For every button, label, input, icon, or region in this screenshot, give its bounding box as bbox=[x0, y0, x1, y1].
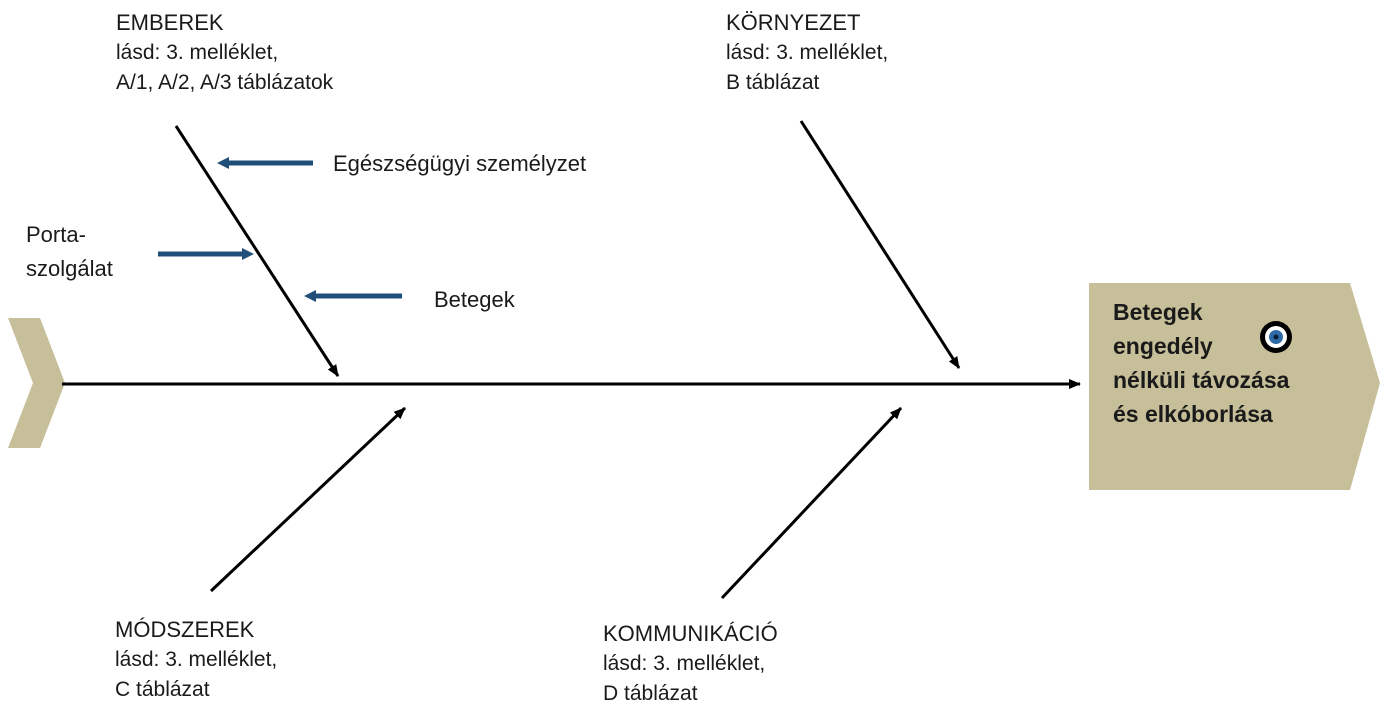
category-people-title: EMBEREK bbox=[116, 10, 224, 35]
subcause-porta-line2: szolgálat bbox=[26, 256, 113, 281]
subcause-patients: Betegek bbox=[434, 287, 515, 312]
subcause-arrow-porta bbox=[158, 248, 254, 260]
category-methods-ref: lásd: 3. melléklet, bbox=[115, 648, 278, 671]
bone-environment bbox=[799, 120, 961, 369]
category-methods: MÓDSZEREK lásd: 3. melléklet, C táblázat bbox=[115, 615, 277, 705]
effect-line-2: engedély bbox=[1113, 333, 1213, 359]
effect-box bbox=[1089, 283, 1380, 490]
category-methods-title: MÓDSZEREK bbox=[115, 617, 255, 642]
category-people: EMBEREK lásd: 3. melléklet, A/1, A/2, A/… bbox=[116, 8, 333, 98]
effect-line-3: nélküli távozása bbox=[1113, 367, 1290, 393]
category-communication-tables: D táblázat bbox=[603, 682, 698, 705]
subcause-staff: Egészségügyi személyzet bbox=[333, 151, 587, 176]
bone-people bbox=[174, 125, 340, 377]
bone-communication bbox=[720, 406, 903, 600]
bone-methods bbox=[209, 406, 407, 593]
subcause-arrow-patients bbox=[304, 290, 402, 302]
category-people-ref: lásd: 3. melléklet, bbox=[116, 41, 279, 64]
category-environment-ref: lásd: 3. melléklet, bbox=[726, 41, 889, 64]
category-environment-title: KÖRNYEZET bbox=[726, 10, 861, 35]
category-environment: KÖRNYEZET lásd: 3. melléklet, B táblázat bbox=[726, 8, 888, 98]
category-communication: KOMMUNIKÁCIÓ lásd: 3. melléklet, D táblá… bbox=[603, 619, 778, 707]
subcause-arrow-staff bbox=[217, 157, 313, 169]
target-icon bbox=[1260, 321, 1292, 353]
effect-line-1: Betegek bbox=[1113, 299, 1203, 325]
effect-line-4: és elkóborlása bbox=[1113, 401, 1273, 427]
category-people-tables: A/1, A/2, A/3 táblázatok bbox=[116, 71, 334, 94]
category-environment-tables: B táblázat bbox=[726, 71, 820, 94]
subcause-porta-line1: Porta- bbox=[26, 222, 86, 247]
subcause-porta: Porta- szolgálat bbox=[26, 220, 113, 284]
effect-label: Betegek engedély nélküli távozása és elk… bbox=[1113, 295, 1289, 431]
category-communication-ref: lásd: 3. melléklet, bbox=[603, 652, 766, 675]
tail-chevron bbox=[8, 318, 65, 448]
category-methods-tables: C táblázat bbox=[115, 678, 210, 701]
category-communication-title: KOMMUNIKÁCIÓ bbox=[603, 621, 778, 646]
